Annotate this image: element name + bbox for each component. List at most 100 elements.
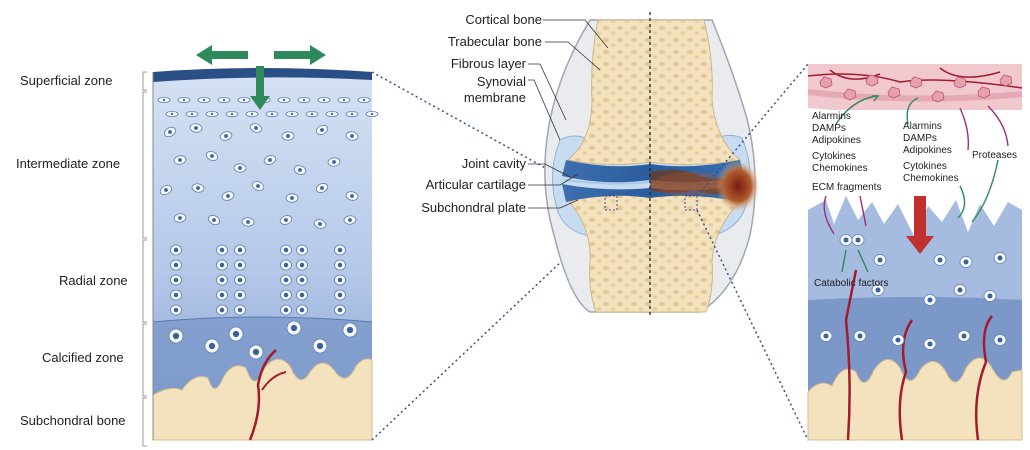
chondrocyte-intermediate-nucleus bbox=[284, 218, 288, 222]
chondrocyte-radial-nucleus bbox=[300, 278, 305, 283]
chondrocyte-intermediate-nucleus bbox=[290, 196, 294, 200]
chondrocyte-superficial-nucleus bbox=[291, 113, 293, 115]
rp-alarmins-2: Alarmins bbox=[903, 121, 942, 132]
chondrocyte-degraded-nucleus bbox=[858, 334, 863, 339]
chondrocyte-radial-nucleus bbox=[174, 293, 179, 298]
chondrocyte-intermediate-nucleus bbox=[256, 184, 260, 188]
chondrocyte-intermediate-nucleus bbox=[194, 126, 198, 130]
chondrocyte-intermediate-nucleus bbox=[212, 218, 216, 222]
zone-label-subchondral: Subchondral bone bbox=[20, 413, 126, 428]
rp-chemokines-1: Chemokines bbox=[812, 163, 868, 174]
chondrocyte-degraded-nucleus bbox=[998, 338, 1003, 343]
chondrocyte-radial-nucleus bbox=[238, 278, 243, 283]
chondrocyte-superficial-nucleus bbox=[311, 113, 313, 115]
chondrocyte-intermediate-nucleus bbox=[320, 128, 324, 132]
chondrocyte-radial-nucleus bbox=[220, 308, 225, 313]
chondrocyte-intermediate-nucleus bbox=[238, 166, 242, 170]
chondrocyte-radial-nucleus bbox=[220, 263, 225, 268]
chondrocyte-radial-nucleus bbox=[238, 248, 243, 253]
chondrocyte-intermediate-nucleus bbox=[320, 186, 324, 190]
chondrocyte-superficial-nucleus bbox=[271, 113, 273, 115]
chondrocyte-intermediate-nucleus bbox=[226, 194, 230, 198]
chondrocyte-superficial-nucleus bbox=[223, 99, 225, 101]
label-membrane: membrane bbox=[464, 90, 526, 105]
chondrocyte-calcified-nucleus bbox=[209, 343, 215, 349]
rp-catabolic-factors: Catabolic factors bbox=[814, 278, 888, 289]
chondrocyte-superficial-nucleus bbox=[343, 99, 345, 101]
rp-cytokines-1: Cytokines bbox=[812, 151, 856, 162]
label-joint-cavity: Joint cavity bbox=[462, 156, 527, 171]
chondrocyte-radial-nucleus bbox=[284, 293, 289, 298]
chondrocyte-superficial-nucleus bbox=[163, 99, 165, 101]
chondrocyte-radial-nucleus bbox=[238, 293, 243, 298]
chondrocyte-intermediate-nucleus bbox=[168, 130, 172, 134]
rp-proteases: Proteases bbox=[972, 150, 1017, 161]
chondrocyte-superficial-nucleus bbox=[183, 99, 185, 101]
chondrocyte-calcified-nucleus bbox=[253, 349, 259, 355]
left-panel bbox=[143, 45, 614, 446]
chondrocyte-radial-nucleus bbox=[174, 263, 179, 268]
chondrocyte-intermediate-nucleus bbox=[298, 168, 302, 172]
rp-damps-2: DAMPs bbox=[903, 133, 937, 144]
label-articular-cartilage: Articular cartilage bbox=[426, 177, 526, 192]
chondrocyte-superficial-nucleus bbox=[171, 113, 173, 115]
label-subchondral-plate: Subchondral plate bbox=[421, 200, 526, 215]
chondrocyte-superficial-nucleus bbox=[323, 99, 325, 101]
chondrocyte-superficial-nucleus bbox=[251, 113, 253, 115]
center-panel-joint bbox=[528, 12, 808, 440]
zone-label-radial: Radial zone bbox=[59, 273, 128, 288]
chondrocyte-radial-nucleus bbox=[338, 278, 343, 283]
chondrocyte-radial-nucleus bbox=[238, 263, 243, 268]
chondrocyte-degraded-nucleus bbox=[998, 256, 1003, 261]
chondrocyte-intermediate-nucleus bbox=[332, 160, 336, 164]
arrow-right-icon bbox=[274, 45, 326, 65]
chondrocyte-intermediate-nucleus bbox=[196, 186, 200, 190]
arrow-left-icon bbox=[196, 45, 248, 65]
chondrocyte-degraded-nucleus bbox=[962, 334, 967, 339]
chondrocyte-radial-nucleus bbox=[174, 308, 179, 313]
chondrocyte-radial-nucleus bbox=[300, 308, 305, 313]
chondrocyte-degraded-nucleus bbox=[856, 238, 861, 243]
chondrocyte-intermediate-nucleus bbox=[246, 220, 250, 224]
chondrocyte-superficial-nucleus bbox=[351, 113, 353, 115]
chondrocyte-radial-nucleus bbox=[174, 248, 179, 253]
chondrocyte-superficial-nucleus bbox=[191, 113, 193, 115]
chondrocyte-radial-nucleus bbox=[300, 293, 305, 298]
synovium-tissue bbox=[808, 64, 1022, 114]
rp-cytokines-2: Cytokines bbox=[903, 161, 947, 172]
zone-label-superficial: Superficial zone bbox=[20, 73, 113, 88]
chondrocyte-intermediate-nucleus bbox=[210, 154, 214, 158]
chondrocyte-radial-nucleus bbox=[300, 263, 305, 268]
chondrocyte-degraded-nucleus bbox=[928, 298, 933, 303]
chondrocyte-superficial-nucleus bbox=[303, 99, 305, 101]
chondrocyte-degraded-nucleus bbox=[958, 288, 963, 293]
chondrocyte-degraded-nucleus bbox=[988, 294, 993, 299]
chondrocyte-calcified-nucleus bbox=[233, 331, 239, 337]
rp-adipokines-1: Adipokines bbox=[812, 135, 861, 146]
chondrocyte-radial-nucleus bbox=[300, 248, 305, 253]
chondrocyte-intermediate-nucleus bbox=[164, 188, 168, 192]
chondrocyte-radial-nucleus bbox=[174, 278, 179, 283]
chondrocyte-degraded-nucleus bbox=[824, 334, 829, 339]
chondrocyte-intermediate-nucleus bbox=[268, 158, 272, 162]
chondrocyte-intermediate-nucleus bbox=[178, 216, 182, 220]
zone-brackets bbox=[143, 72, 147, 446]
zone-label-calcified: Calcified zone bbox=[42, 350, 124, 365]
chondrocyte-calcified-nucleus bbox=[317, 343, 323, 349]
chondrocyte-superficial-nucleus bbox=[231, 113, 233, 115]
chondrocyte-intermediate-nucleus bbox=[286, 134, 290, 138]
chondrocyte-degraded-nucleus bbox=[964, 260, 969, 265]
chondrocyte-degraded-nucleus bbox=[844, 238, 849, 243]
chondrocyte-radial-nucleus bbox=[220, 293, 225, 298]
rp-alarmins-1: Alarmins bbox=[812, 111, 851, 122]
chondrocyte-degraded-nucleus bbox=[896, 338, 901, 343]
chondrocyte-intermediate-nucleus bbox=[224, 134, 228, 138]
chondrocyte-radial-nucleus bbox=[338, 308, 343, 313]
chondrocyte-superficial-nucleus bbox=[203, 99, 205, 101]
rp-damps-1: DAMPs bbox=[812, 123, 846, 134]
chondrocyte-intermediate-nucleus bbox=[178, 158, 182, 162]
chondrocyte-radial-nucleus bbox=[238, 308, 243, 313]
label-fibrous-layer: Fibrous layer bbox=[451, 56, 527, 71]
zone-label-intermediate: Intermediate zone bbox=[16, 156, 120, 171]
